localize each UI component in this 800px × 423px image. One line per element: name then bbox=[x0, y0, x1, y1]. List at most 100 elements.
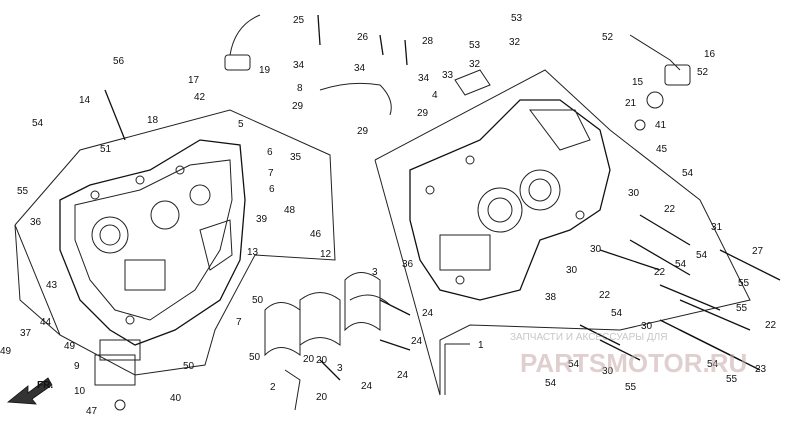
callout-label: 46 bbox=[310, 229, 322, 240]
callout-label: 9 bbox=[74, 361, 80, 372]
group-frames bbox=[14, 69, 751, 396]
callout-label: 6 bbox=[267, 147, 273, 158]
callout-label: 30 bbox=[566, 265, 578, 276]
callout-label: 16 bbox=[704, 49, 716, 60]
callout-label: 30 bbox=[590, 244, 602, 255]
bearing-caps bbox=[264, 272, 391, 357]
callout-label: 20 bbox=[303, 354, 315, 365]
callout-label: 3 bbox=[372, 267, 378, 278]
callout-label: 22 bbox=[599, 290, 611, 301]
callout-label: 49 bbox=[0, 346, 12, 357]
callout-label: 34 bbox=[418, 73, 430, 84]
callout-label: 28 bbox=[422, 36, 434, 47]
callout-label: 55 bbox=[625, 382, 637, 393]
callout-label: 56 bbox=[113, 56, 125, 67]
callout-label: 55 bbox=[736, 303, 748, 314]
long-bolts bbox=[319, 214, 781, 381]
callout-label: 35 bbox=[290, 152, 302, 163]
callout-label: 10 bbox=[74, 386, 86, 397]
part-number-callouts: 1 2 3 3 4 5 6 6 7 7 8 9 10 12 13 14 15 1… bbox=[0, 13, 777, 417]
callout-label: 36 bbox=[30, 217, 42, 228]
callout-label: 29 bbox=[292, 101, 304, 112]
callout-label: 29 bbox=[357, 126, 369, 137]
callout-label: 26 bbox=[357, 32, 369, 43]
callout-label: 54 bbox=[707, 359, 719, 370]
callout-label: 55 bbox=[738, 278, 750, 289]
callout-label: 3 bbox=[337, 363, 343, 374]
callout-label: 54 bbox=[696, 250, 708, 261]
callout-label: 36 bbox=[402, 259, 414, 270]
direction-label: FR. bbox=[37, 380, 53, 391]
callout-label: 54 bbox=[568, 359, 580, 370]
callout-label: 19 bbox=[259, 65, 271, 76]
callout-label: 54 bbox=[611, 308, 623, 319]
watermark-brand: PARTSMOTOR.RU bbox=[520, 348, 747, 378]
watermark-caption: ЗАПЧАСТИ И АКСЕССУАРЫ ДЛЯ bbox=[510, 332, 667, 343]
right-crankcase-half bbox=[409, 99, 611, 301]
watermark: ЗАПЧАСТИ И АКСЕССУАРЫ ДЛЯ PARTSMOTOR.RU bbox=[510, 332, 747, 378]
callout-label: 55 bbox=[726, 374, 738, 385]
callout-label: 29 bbox=[417, 108, 429, 119]
left-crankcase-half bbox=[59, 139, 246, 346]
top-accessories bbox=[104, 14, 691, 141]
callout-label: 13 bbox=[247, 247, 259, 258]
callout-label: 7 bbox=[268, 168, 274, 179]
callout-label: 41 bbox=[655, 120, 667, 131]
callout-label: 54 bbox=[675, 259, 687, 270]
callout-label: 48 bbox=[284, 205, 296, 216]
callout-label: 32 bbox=[469, 59, 481, 70]
callout-label: 14 bbox=[79, 95, 91, 106]
callout-label: 5 bbox=[238, 119, 244, 130]
callout-label: 1 bbox=[478, 340, 484, 351]
callout-label: 22 bbox=[765, 320, 777, 331]
callout-label: 22 bbox=[664, 204, 676, 215]
callout-label: 15 bbox=[632, 77, 644, 88]
callout-label: 54 bbox=[682, 168, 694, 179]
callout-label: 53 bbox=[511, 13, 523, 24]
callout-label: 23 bbox=[755, 364, 767, 375]
callout-label: 25 bbox=[293, 15, 305, 26]
callout-label: 20 bbox=[316, 392, 328, 403]
callout-label: 30 bbox=[641, 321, 653, 332]
callout-label: 34 bbox=[354, 63, 366, 74]
callout-label: 18 bbox=[147, 115, 159, 126]
callout-label: 33 bbox=[442, 70, 454, 81]
callout-label: 45 bbox=[656, 144, 668, 155]
callout-label: 39 bbox=[256, 214, 268, 225]
callout-label: 49 bbox=[64, 341, 76, 352]
callout-label: 24 bbox=[397, 370, 409, 381]
callout-label: 24 bbox=[411, 336, 423, 347]
callout-label: 2 bbox=[270, 382, 276, 393]
callout-label: 7 bbox=[236, 317, 242, 328]
callout-label: 17 bbox=[188, 75, 200, 86]
callout-label: 54 bbox=[545, 378, 557, 389]
callout-label: 50 bbox=[252, 295, 264, 306]
callout-label: 44 bbox=[40, 317, 52, 328]
callout-label: 24 bbox=[422, 308, 434, 319]
callout-label: 43 bbox=[46, 280, 58, 291]
callout-label: 4 bbox=[432, 90, 438, 101]
callout-label: 32 bbox=[509, 37, 521, 48]
callout-label: 30 bbox=[602, 366, 614, 377]
callout-label: 54 bbox=[32, 118, 44, 129]
callout-label: 51 bbox=[100, 144, 112, 155]
callout-label: 47 bbox=[86, 406, 98, 417]
callout-label: 22 bbox=[654, 267, 666, 278]
callout-label: 55 bbox=[17, 186, 29, 197]
callout-label: 24 bbox=[361, 381, 373, 392]
callout-label: 34 bbox=[293, 60, 305, 71]
callout-label: 52 bbox=[697, 67, 709, 78]
callout-label: 30 bbox=[628, 188, 640, 199]
callout-label: 52 bbox=[602, 32, 614, 43]
callout-label: 27 bbox=[752, 246, 764, 257]
callout-label: 38 bbox=[545, 292, 557, 303]
front-direction-arrow: FR. bbox=[6, 377, 53, 405]
callout-label: 6 bbox=[269, 184, 275, 195]
part-1-bracket bbox=[444, 343, 470, 395]
callout-label: 20 bbox=[316, 355, 328, 366]
callout-label: 50 bbox=[249, 352, 261, 363]
bottom-left-parts bbox=[94, 339, 301, 411]
callout-label: 40 bbox=[170, 393, 182, 404]
callout-label: 12 bbox=[320, 249, 332, 260]
